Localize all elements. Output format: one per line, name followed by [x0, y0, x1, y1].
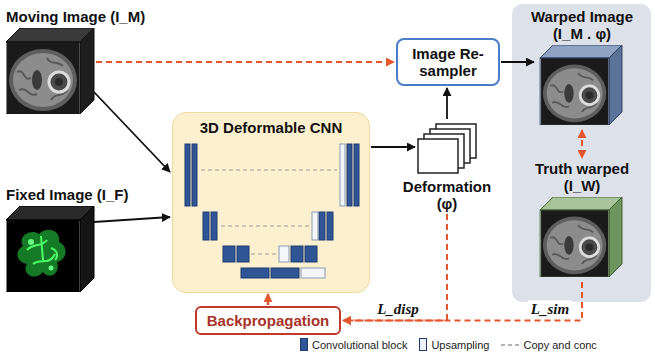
convolutional-block — [185, 144, 190, 206]
legend-line-sample — [501, 344, 519, 346]
copy-connection — [221, 225, 309, 226]
fluorescence-volume — [6, 206, 94, 220]
output-image: Warped Image (I_M . φ) — [520, 8, 644, 128]
mri-volume — [6, 28, 96, 114]
mri-volume — [6, 28, 94, 42]
process-box: Backpropagation — [195, 306, 341, 335]
node-label: 3D Deformable CNN — [179, 119, 363, 136]
connector-arrow — [501, 61, 534, 63]
warped-volume — [540, 45, 622, 58]
upsampling-block — [279, 144, 345, 278]
convolutional-block — [241, 268, 269, 278]
fluorescence-volume — [6, 220, 80, 292]
mri-volume — [6, 42, 80, 114]
connector-arrow — [96, 61, 394, 63]
node-label: Moving Image (I_M) — [6, 8, 166, 25]
truth-volume — [540, 197, 622, 210]
convolutional-block — [185, 144, 359, 278]
convolutional-block — [223, 246, 235, 262]
warped-volume — [540, 58, 609, 125]
legend: Convolutional block Upsampling Copy and co… — [300, 338, 597, 351]
convolutional-block — [271, 268, 299, 278]
connector-arrow — [581, 130, 583, 158]
legend-label: Upsampling — [431, 339, 489, 351]
legend-swatch — [419, 338, 427, 351]
convolutional-block — [319, 212, 325, 240]
deformation-field-stack — [416, 123, 478, 175]
input-image: Fixed Image (I_F) — [6, 186, 166, 292]
copy-connection — [251, 253, 277, 254]
connector-arrow — [446, 88, 448, 119]
convolutional-block — [291, 246, 303, 262]
deformation-field: Deformation (φ) — [398, 120, 496, 212]
convolutional-block — [211, 212, 217, 240]
node-label: Warped Image (I_M . φ) — [520, 8, 644, 42]
legend-label: Copy and conc — [523, 339, 596, 351]
copy-connection — [201, 169, 337, 170]
mri-volume — [80, 28, 94, 114]
legend-line-sample — [501, 341, 519, 349]
fluorescence-volume — [6, 206, 96, 292]
truth-volume — [541, 210, 608, 277]
legend-entry: Convolutional block — [300, 338, 407, 351]
output-panel — [512, 4, 651, 302]
legend-entry: Copy and conc — [501, 339, 596, 351]
legend-label: Convolutional block — [312, 339, 407, 351]
truth-volume — [540, 210, 609, 277]
process-box: Image Re-sampler — [396, 38, 500, 86]
node-label: Truth warped (I_W) — [520, 160, 644, 194]
warped-volume — [541, 58, 608, 125]
node-label: Deformation (φ) — [398, 178, 496, 212]
upsampling-block — [312, 212, 318, 240]
node-label: Backpropagation — [200, 312, 336, 329]
connector-arrow — [94, 92, 170, 172]
legend-swatch — [300, 338, 308, 351]
connector-arrow — [371, 146, 415, 148]
upsampling-block — [301, 268, 325, 278]
unet-illustration — [179, 140, 365, 286]
upsampling-block — [279, 246, 289, 262]
fluorescence-volume — [80, 206, 94, 292]
output-image: Truth warped (I_W) — [520, 160, 644, 280]
warped-volume — [609, 45, 622, 125]
fluorescence-volume — [7, 220, 79, 292]
convolutional-block — [237, 246, 249, 262]
connector-arrow — [94, 217, 170, 222]
warped-volume — [537, 45, 627, 125]
loss-label: L_disp — [374, 300, 422, 317]
mri-volume — [7, 42, 79, 114]
loss-label: L_sim — [528, 300, 572, 317]
connector-arrow — [267, 294, 270, 305]
convolutional-block — [327, 212, 333, 240]
node-label: Fixed Image (I_F) — [6, 186, 166, 203]
convolutional-block — [354, 144, 359, 206]
truth-volume — [609, 197, 622, 277]
deformation-field-stack — [418, 139, 458, 173]
convolutional-block — [347, 144, 352, 206]
upsampling-block — [340, 144, 345, 206]
truth-volume — [537, 197, 627, 277]
convolutional-block — [192, 144, 197, 206]
legend-entry: Upsampling — [419, 338, 489, 351]
copy-connection — [201, 170, 337, 254]
network-box: 3D Deformable CNN — [172, 112, 370, 293]
convolutional-block — [305, 246, 317, 262]
node-label: Image Re-sampler — [402, 45, 494, 79]
input-image: Moving Image (I_M) — [6, 8, 166, 114]
convolutional-block — [203, 212, 209, 240]
connector-arrow — [343, 282, 582, 321]
